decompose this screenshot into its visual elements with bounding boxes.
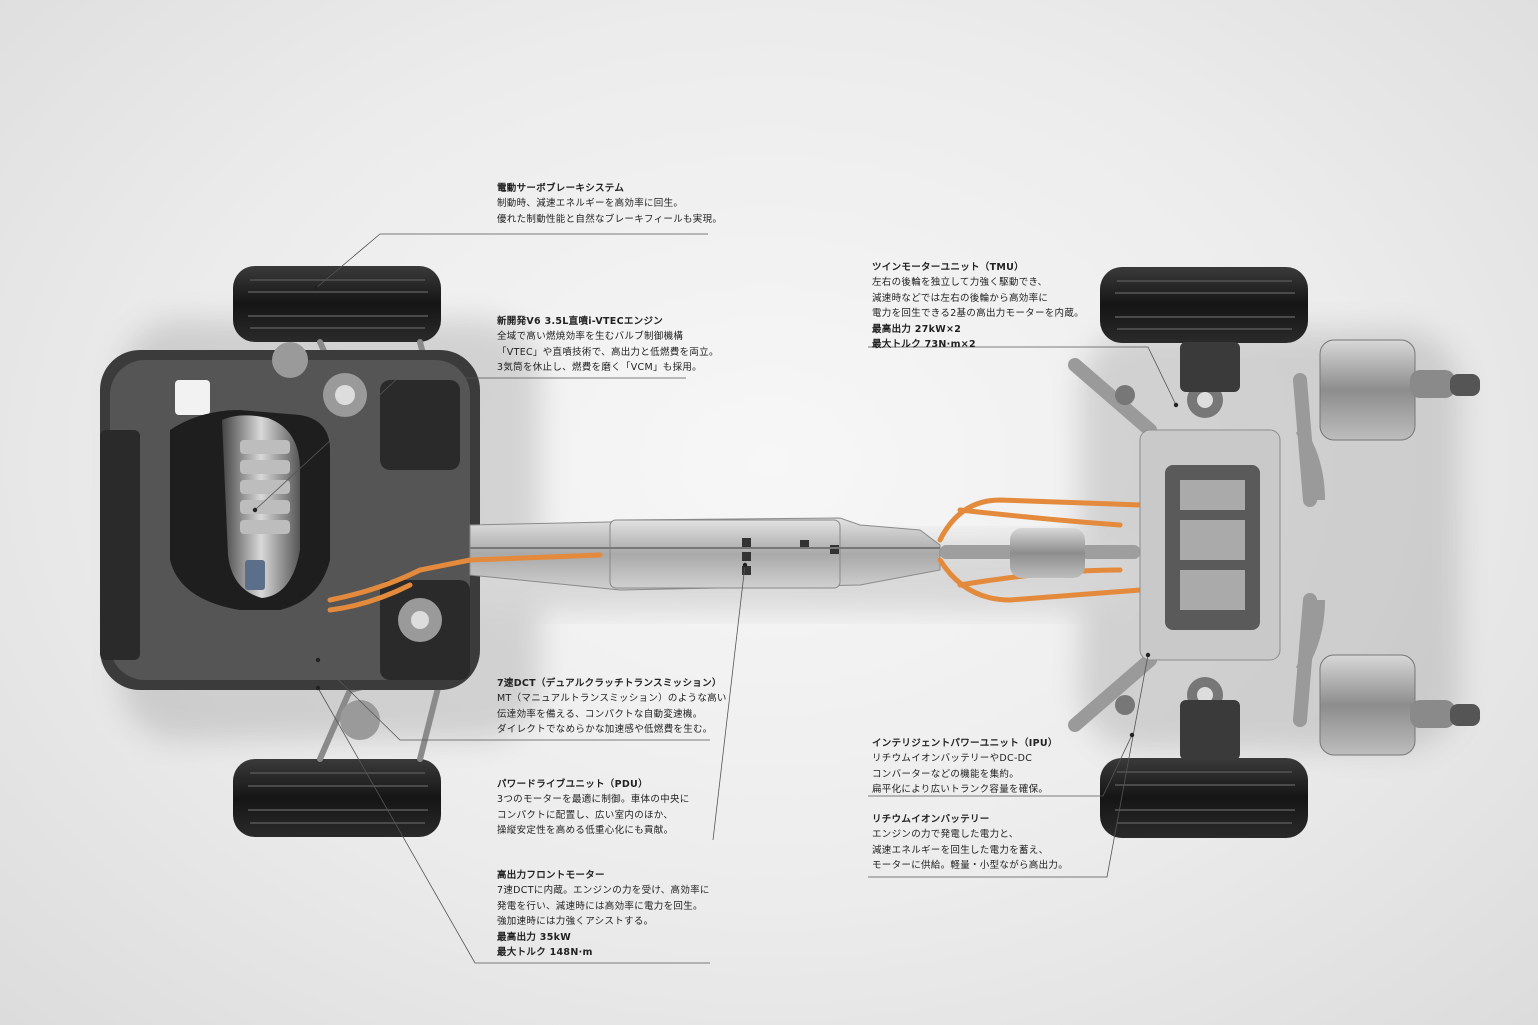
- callout-line: リチウムイオンバッテリーやDC-DC: [872, 753, 1033, 765]
- rear-left-tire: [1100, 267, 1308, 343]
- callout-line: モーターに供給。軽量・小型ながら高出力。: [872, 860, 1069, 872]
- callout-spec-torque: 最大トルク 73N·m×2: [872, 339, 976, 351]
- rear-subframe: [1068, 342, 1317, 760]
- callout-line: 減速時などでは左右の後輪から高効率に: [872, 292, 1049, 304]
- callout-title: 高出力フロントモーター: [497, 870, 605, 881]
- callout-pdu: パワードライブユニット（PDU） 3つのモーターを最適に制御。車体の中央に コン…: [497, 777, 690, 839]
- callout-line: 全域で高い燃焼効率を生むバルブ制御機構: [497, 331, 684, 343]
- exhaust-center: [940, 528, 1140, 578]
- engine-assembly: [100, 342, 480, 740]
- callout-tmu: ツインモーターユニット（TMU） 左右の後輪を独立して力強く駆動でき、 減速時な…: [872, 260, 1084, 352]
- callout-line: ダイレクトでなめらかな加速感や低燃費を生む。: [497, 724, 713, 736]
- leader-dct: [317, 659, 710, 741]
- callout-line: 左右の後輪を独立して力強く駆動でき、: [872, 277, 1048, 289]
- leader-dots: [252, 285, 1179, 738]
- callout-spec-output: 最高出力 27kW×2: [872, 323, 962, 335]
- callout-battery: リチウムイオンバッテリー エンジンの力で発電した電力と、 減速エネルギーを回生し…: [872, 812, 1068, 874]
- leader-tmu: [868, 346, 1177, 406]
- front-left-tire: [233, 266, 441, 342]
- callout-line: 「VTEC」や直噴技術で、高出力と低燃費を両立。: [497, 346, 719, 358]
- rear-mufflers: [1295, 339, 1480, 756]
- pdu-tunnel: [469, 517, 941, 591]
- callout-line: 制動時、減速エネルギーを高効率に回生。: [497, 198, 684, 210]
- callout-line: 減速エネルギーを回生した電力を蓄え、: [872, 844, 1049, 856]
- callout-title: 新開発V6 3.5L直噴i-VTECエンジン: [497, 316, 664, 327]
- callout-spec-torque: 最大トルク 148N·m: [497, 947, 593, 959]
- callout-engine: 新開発V6 3.5L直噴i-VTECエンジン 全域で高い燃焼効率を生むバルブ制御…: [497, 314, 719, 376]
- callout-line: 3つのモーターを最適に制御。車体の中央に: [497, 794, 690, 806]
- callout-title: 電動サーボブレーキシステム: [497, 183, 625, 194]
- callout-line: コンバーターなどの機能を集約。: [872, 768, 1020, 780]
- callout-title: 7速DCT（デュアルクラッチトランスミッション）: [497, 678, 722, 689]
- leader-front-motor: [317, 687, 710, 964]
- callout-title: パワードライブユニット（PDU）: [497, 779, 648, 790]
- callout-front-motor: 高出力フロントモーター 7速DCTに内蔵。エンジンの力を受け、高効率に 発電を行…: [497, 868, 710, 960]
- rear-right-tire: [1100, 758, 1308, 838]
- callout-line: 発電を行い、減速時には高効率に電力を回生。: [497, 900, 703, 912]
- callout-ipu: インテリジェントパワーユニット（IPU） リチウムイオンバッテリーやDC-DC …: [872, 736, 1058, 798]
- callout-line: 3気筒を休止し、燃費を磨く「VCM」も採用。: [497, 362, 702, 374]
- callout-line: 7速DCTに内蔵。エンジンの力を受け、高効率に: [497, 885, 710, 897]
- callout-line: MT（マニュアルトランスミッション）のような高い: [497, 693, 727, 705]
- callout-line: 電力を回生できる2基の高出力モーターを内蔵。: [872, 308, 1084, 320]
- callout-line: 扁平化により広いトランク容量を確保。: [872, 784, 1049, 796]
- leader-pdu: [712, 564, 746, 841]
- callout-title: ツインモーターユニット（TMU）: [872, 262, 1024, 273]
- callout-brake-system: 電動サーボブレーキシステム 制動時、減速エネルギーを高効率に回生。 優れた制動性…: [497, 181, 722, 227]
- leader-brake: [315, 233, 708, 289]
- callout-title: リチウムイオンバッテリー: [872, 814, 990, 825]
- callout-line: 操縦安定性を高める低重心化にも貢献。: [497, 825, 674, 837]
- callout-spec-output: 最高出力 35kW: [497, 931, 572, 943]
- callout-line: 強加速時には力強くアシストする。: [497, 916, 654, 928]
- leader-battery: [868, 654, 1149, 878]
- callout-line: エンジンの力で発電した電力と、: [872, 829, 1019, 841]
- callout-line: 伝達効率を備える、コンパクトな自動変速機。: [497, 708, 703, 720]
- leader-ipu: [868, 734, 1133, 797]
- callout-dct: 7速DCT（デュアルクラッチトランスミッション） MT（マニュアルトランスミッシ…: [497, 676, 727, 738]
- callout-line: コンパクトに配置し、広い室内のほか、: [497, 809, 674, 821]
- leader-lines: [254, 233, 1177, 964]
- leader-engine: [254, 377, 686, 511]
- front-right-tire: [233, 759, 441, 837]
- callout-line: 優れた制動性能と自然なブレーキフィールも実現。: [497, 213, 723, 225]
- callout-title: インテリジェントパワーユニット（IPU）: [872, 738, 1058, 749]
